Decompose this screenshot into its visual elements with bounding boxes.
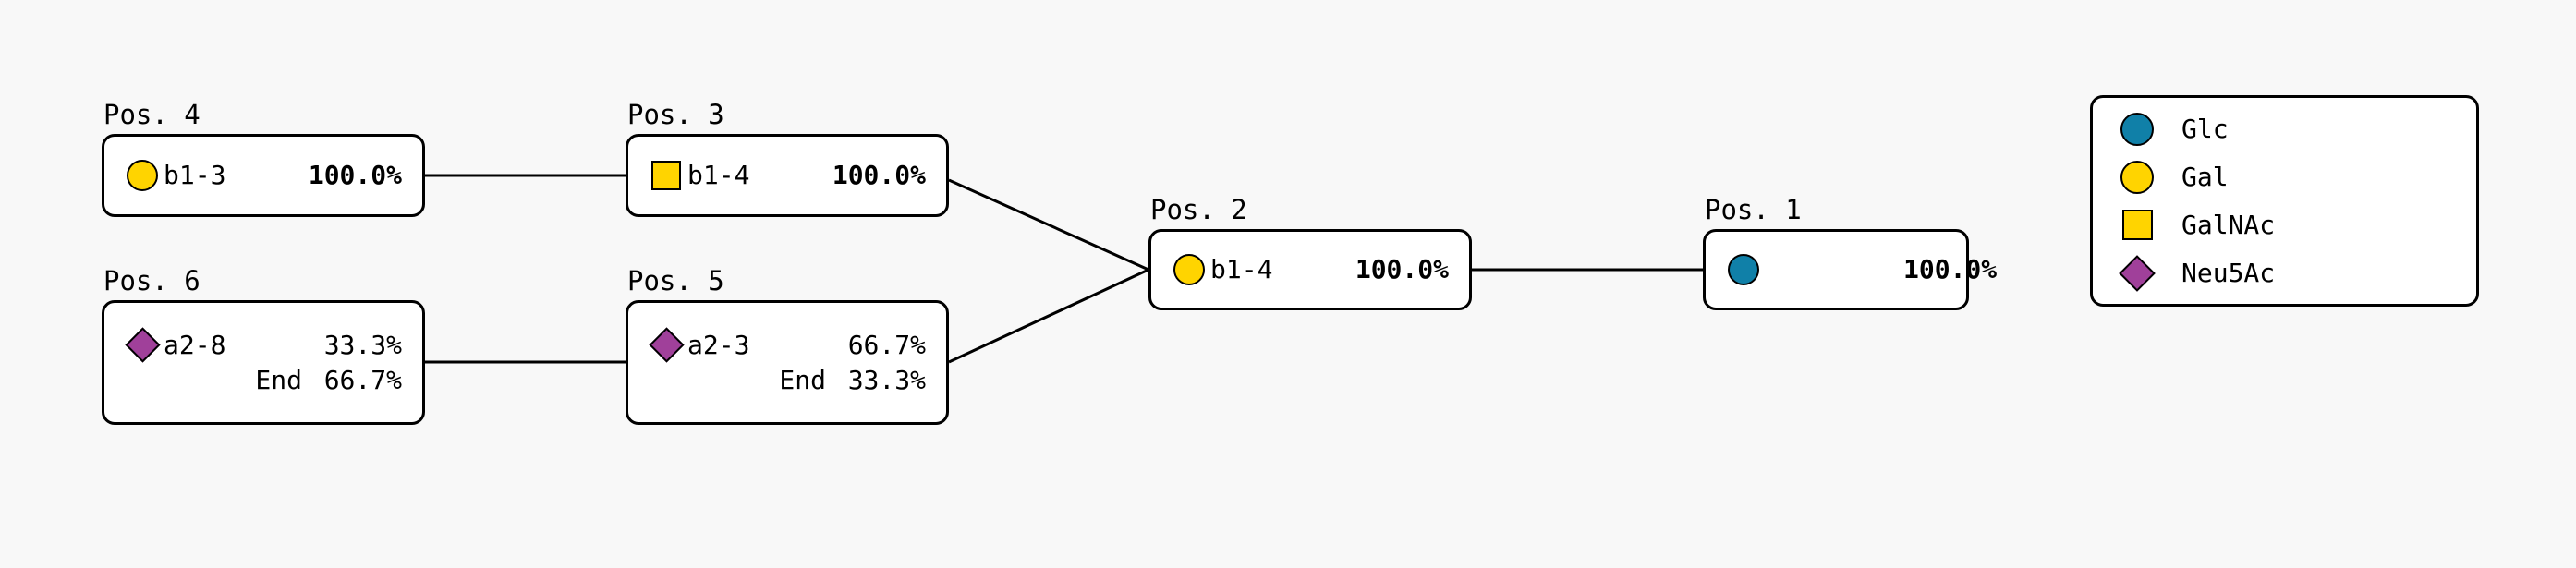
node-position-label: Pos. 5 <box>627 265 724 296</box>
node-row: b1-4 100.0% <box>628 158 946 193</box>
residue-shape-slot <box>1722 254 1765 285</box>
linkage-label: b1-4 <box>1210 254 1273 284</box>
node-row: a2-3 66.7% <box>628 327 946 363</box>
glycan-node-pos6[interactable]: Pos. 6 a2-8 33.3% End 66.7% <box>102 268 425 425</box>
legend-shape-slot <box>2093 210 2181 240</box>
legend-label: GalNAc <box>2181 209 2276 240</box>
neu5ac-diamond-icon <box>124 327 161 363</box>
glycan-node-pos2[interactable]: Pos. 2 b1-4 100.0% <box>1148 197 1472 310</box>
linkage-label: a2-3 <box>687 329 750 360</box>
galnac-square-icon <box>2121 210 2153 240</box>
gal-circle-icon <box>1173 254 1205 285</box>
glycan-node-pos4[interactable]: Pos. 4 b1-3 100.0% <box>102 102 425 217</box>
node-box: b1-4 100.0% <box>626 134 949 217</box>
residue-shape-slot <box>645 161 687 190</box>
node-row: End 33.3% <box>628 363 946 398</box>
node-row: a2-8 33.3% <box>104 327 422 363</box>
node-row: 100.0% <box>1706 252 1997 287</box>
gal-circle-icon <box>127 160 158 191</box>
residue-shape-slot <box>645 327 687 363</box>
linkage-label: b1-3 <box>164 160 226 190</box>
gal-circle-icon <box>2120 160 2154 194</box>
node-position-label: Pos. 3 <box>627 99 724 130</box>
galnac-square-icon <box>651 161 681 190</box>
neu5ac-diamond-icon <box>648 327 685 363</box>
node-box: b1-3 100.0% <box>102 134 425 217</box>
glycan-node-pos1[interactable]: Pos. 1 100.0% <box>1703 197 1997 310</box>
percentage-value: 66.7% <box>323 364 402 395</box>
legend-item-glc: Glc <box>2093 105 2476 153</box>
percentage-value: 33.3% <box>847 364 926 395</box>
percentage-value: 100.0% <box>1903 254 1998 284</box>
legend-shape-slot <box>2093 112 2181 146</box>
percentage-value: 100.0% <box>1355 254 1449 284</box>
glycan-edge-e-pos3-pos2 <box>948 178 1149 272</box>
glycan-edge-e-pos5-pos2 <box>948 268 1149 364</box>
glycan-node-pos3[interactable]: Pos. 3 b1-4 100.0% <box>626 102 949 217</box>
linkage-label: End <box>779 364 826 395</box>
node-row: End 66.7% <box>104 363 422 398</box>
residue-shape-slot <box>1168 254 1210 285</box>
percentage-value: 66.7% <box>847 329 926 360</box>
node-position-label: Pos. 1 <box>1705 194 1802 225</box>
legend-label: Neu5Ac <box>2181 257 2276 288</box>
linkage-label: a2-8 <box>164 329 226 360</box>
node-box: b1-4 100.0% <box>1148 229 1472 310</box>
legend-label: Glc <box>2181 113 2229 144</box>
node-position-label: Pos. 4 <box>103 99 200 130</box>
neu5ac-diamond-icon <box>2119 254 2156 292</box>
legend-item-gal: Gal <box>2093 153 2476 201</box>
node-position-label: Pos. 6 <box>103 265 200 296</box>
glc-circle-icon <box>1728 254 1759 285</box>
percentage-value: 33.3% <box>323 329 402 360</box>
glc-circle-icon <box>2120 112 2154 146</box>
legend-item-neu5ac: Neu5Ac <box>2093 249 2476 297</box>
legend-shape-slot <box>2093 254 2181 292</box>
percentage-value: 100.0% <box>308 160 402 190</box>
residue-shape-slot <box>121 327 164 363</box>
legend-label: Gal <box>2181 161 2229 192</box>
node-box: 100.0% <box>1703 229 1997 310</box>
legend-shape-slot <box>2093 160 2181 194</box>
linkage-label: b1-4 <box>687 160 750 190</box>
node-box: a2-8 33.3% End 66.7% <box>102 300 425 425</box>
legend-item-galnac: GalNAc <box>2093 201 2476 249</box>
node-box: a2-3 66.7% End 33.3% <box>626 300 949 425</box>
node-row: b1-4 100.0% <box>1151 252 1469 287</box>
glycan-node-pos5[interactable]: Pos. 5 a2-3 66.7% End 33.3% <box>626 268 949 425</box>
percentage-value: 100.0% <box>832 160 926 190</box>
node-row: b1-3 100.0% <box>104 158 422 193</box>
node-position-label: Pos. 2 <box>1150 194 1247 225</box>
linkage-label: End <box>255 364 302 395</box>
residue-shape-slot <box>121 160 164 191</box>
